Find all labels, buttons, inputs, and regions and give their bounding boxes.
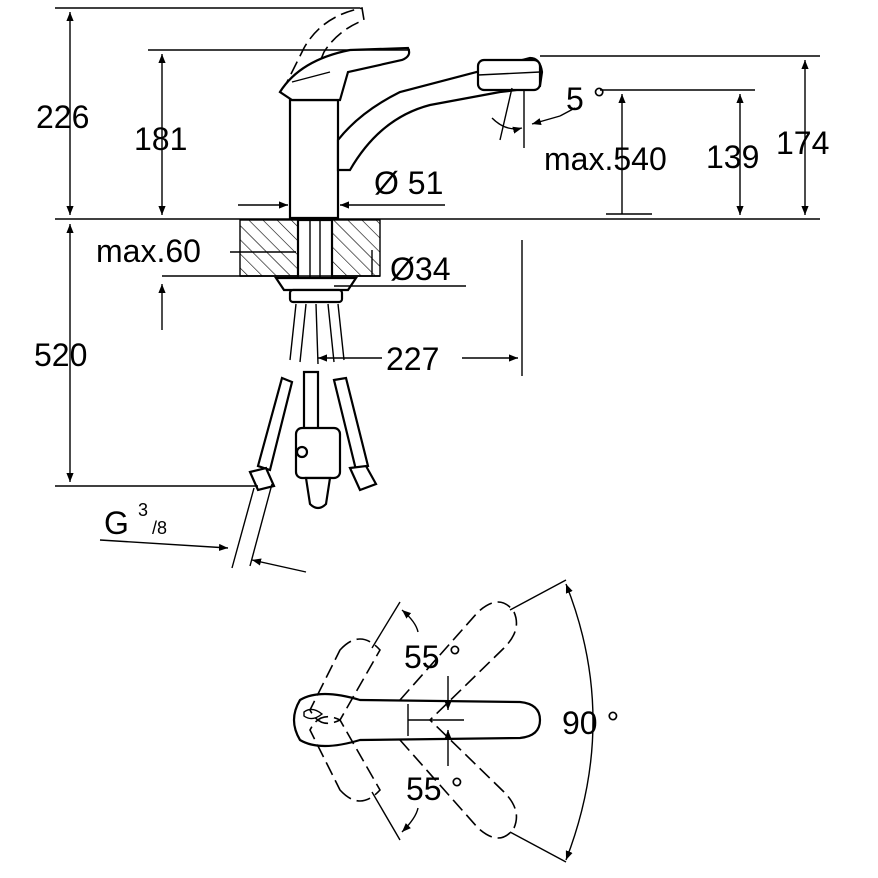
- label-angle-lower: 55 °: [406, 771, 463, 807]
- pullout-hose: [302, 370, 320, 432]
- faucet-side-view: [273, 7, 544, 365]
- label-angle-upper: 55 °: [404, 639, 461, 675]
- mounting-stem: [296, 218, 334, 280]
- label-total-height: 226: [36, 99, 89, 135]
- label-thread-numerator: 3: [138, 500, 148, 520]
- lever: [278, 46, 411, 102]
- lever-ghost-lower: [309, 715, 381, 802]
- label-outlet-clearance: 139: [706, 139, 759, 175]
- connector-left: [248, 466, 276, 492]
- faucet-body: [288, 98, 340, 220]
- label-thread-prefix: G: [104, 505, 129, 541]
- supply-hoses: [231, 370, 378, 569]
- label-total-swing: 90 °: [562, 705, 619, 741]
- hose-bundle: [289, 303, 345, 365]
- label-thread-denominator: /8: [152, 518, 167, 538]
- label-spout-height: 181: [134, 121, 187, 157]
- label-outlet-height: 174: [776, 125, 829, 161]
- label-hose-extension: max.540: [544, 141, 667, 177]
- connector-right: [348, 464, 378, 492]
- label-spout-reach: 227: [386, 341, 439, 377]
- supply-hose-left: [256, 376, 294, 472]
- label-counter-thickness: max.60: [96, 233, 201, 269]
- lever-rotation-top-view: [292, 579, 594, 863]
- mounting-nut: [273, 276, 359, 292]
- supply-hose-right: [332, 376, 370, 472]
- lever-raised-ghost: [280, 7, 365, 102]
- label-base-diameter: Ø 51: [374, 165, 443, 201]
- dimension-lines: [55, 7, 820, 573]
- label-tilt-angle: 5 °: [566, 81, 605, 117]
- label-hose-length: 520: [34, 337, 87, 373]
- label-hole-diameter: Ø34: [390, 251, 450, 287]
- thread-hose: [231, 483, 273, 569]
